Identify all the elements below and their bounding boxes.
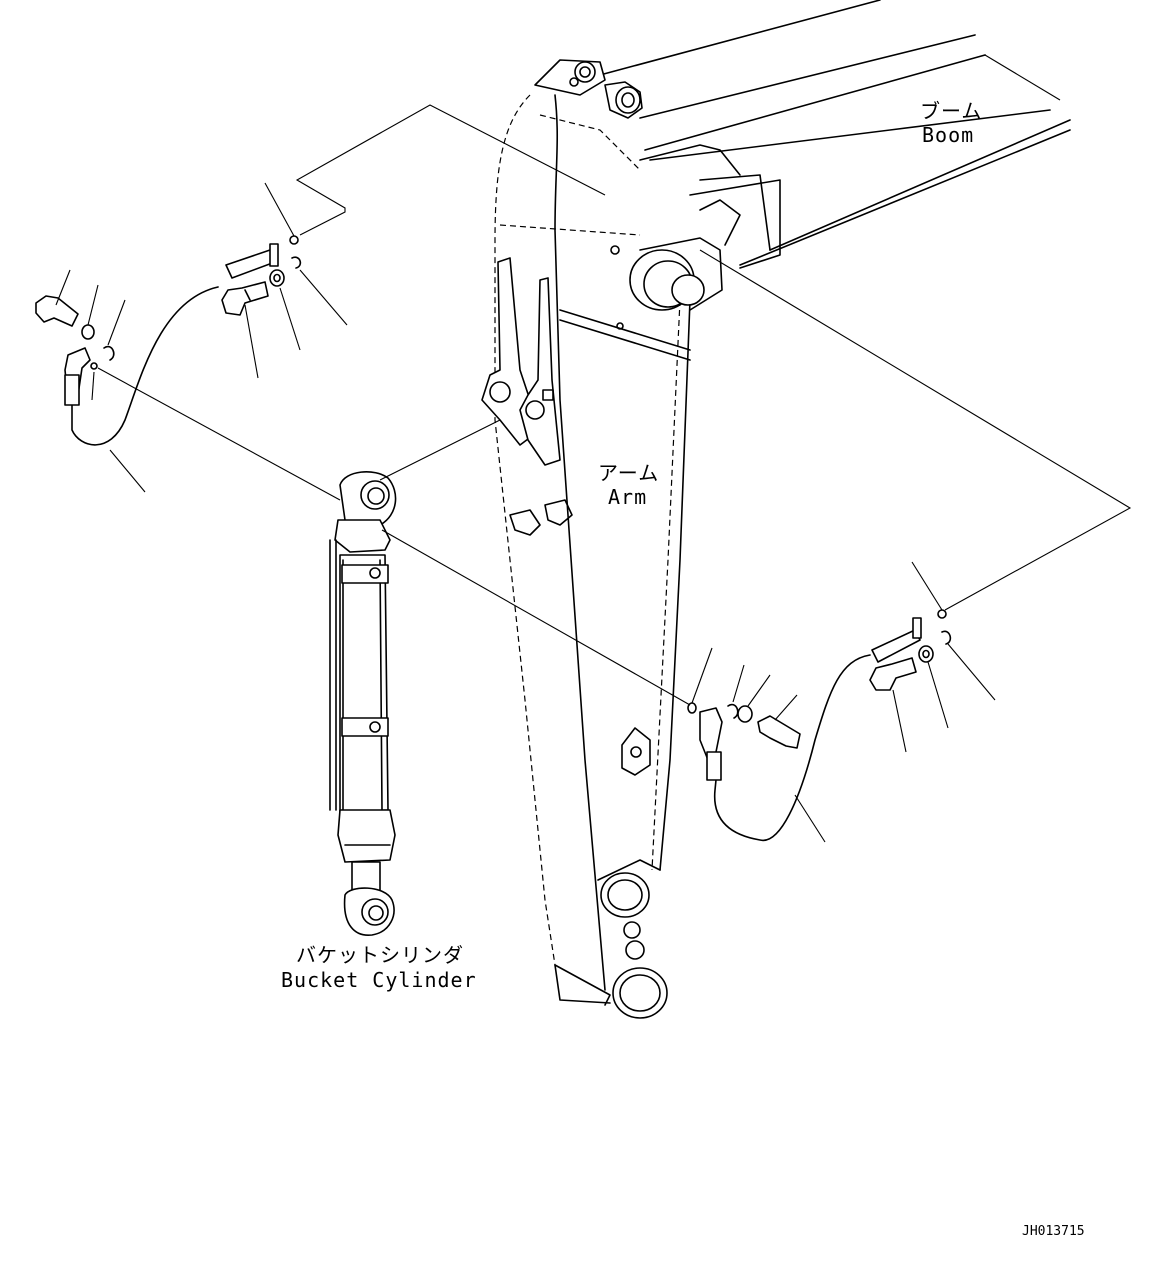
boom-label-jp: ブーム — [920, 99, 982, 123]
arm-label-en: Arm — [608, 485, 647, 509]
arm-structure — [481, 59, 741, 1019]
bucket-cylinder-label-jp: バケットシリンダ — [296, 943, 464, 967]
right-grease-assembly — [687, 609, 952, 842]
boom-label-en: Boom — [922, 123, 974, 147]
left-grease-assembly — [35, 235, 302, 446]
boom-structure — [599, 0, 1071, 269]
bucket-cylinder-label-en: Bucket Cylinder — [281, 968, 477, 992]
drawing-code: JH013715 — [1022, 1224, 1085, 1239]
bucket-cylinder — [329, 471, 397, 936]
arm-label-jp: アーム — [598, 461, 659, 485]
leader-lines — [55, 104, 1132, 843]
